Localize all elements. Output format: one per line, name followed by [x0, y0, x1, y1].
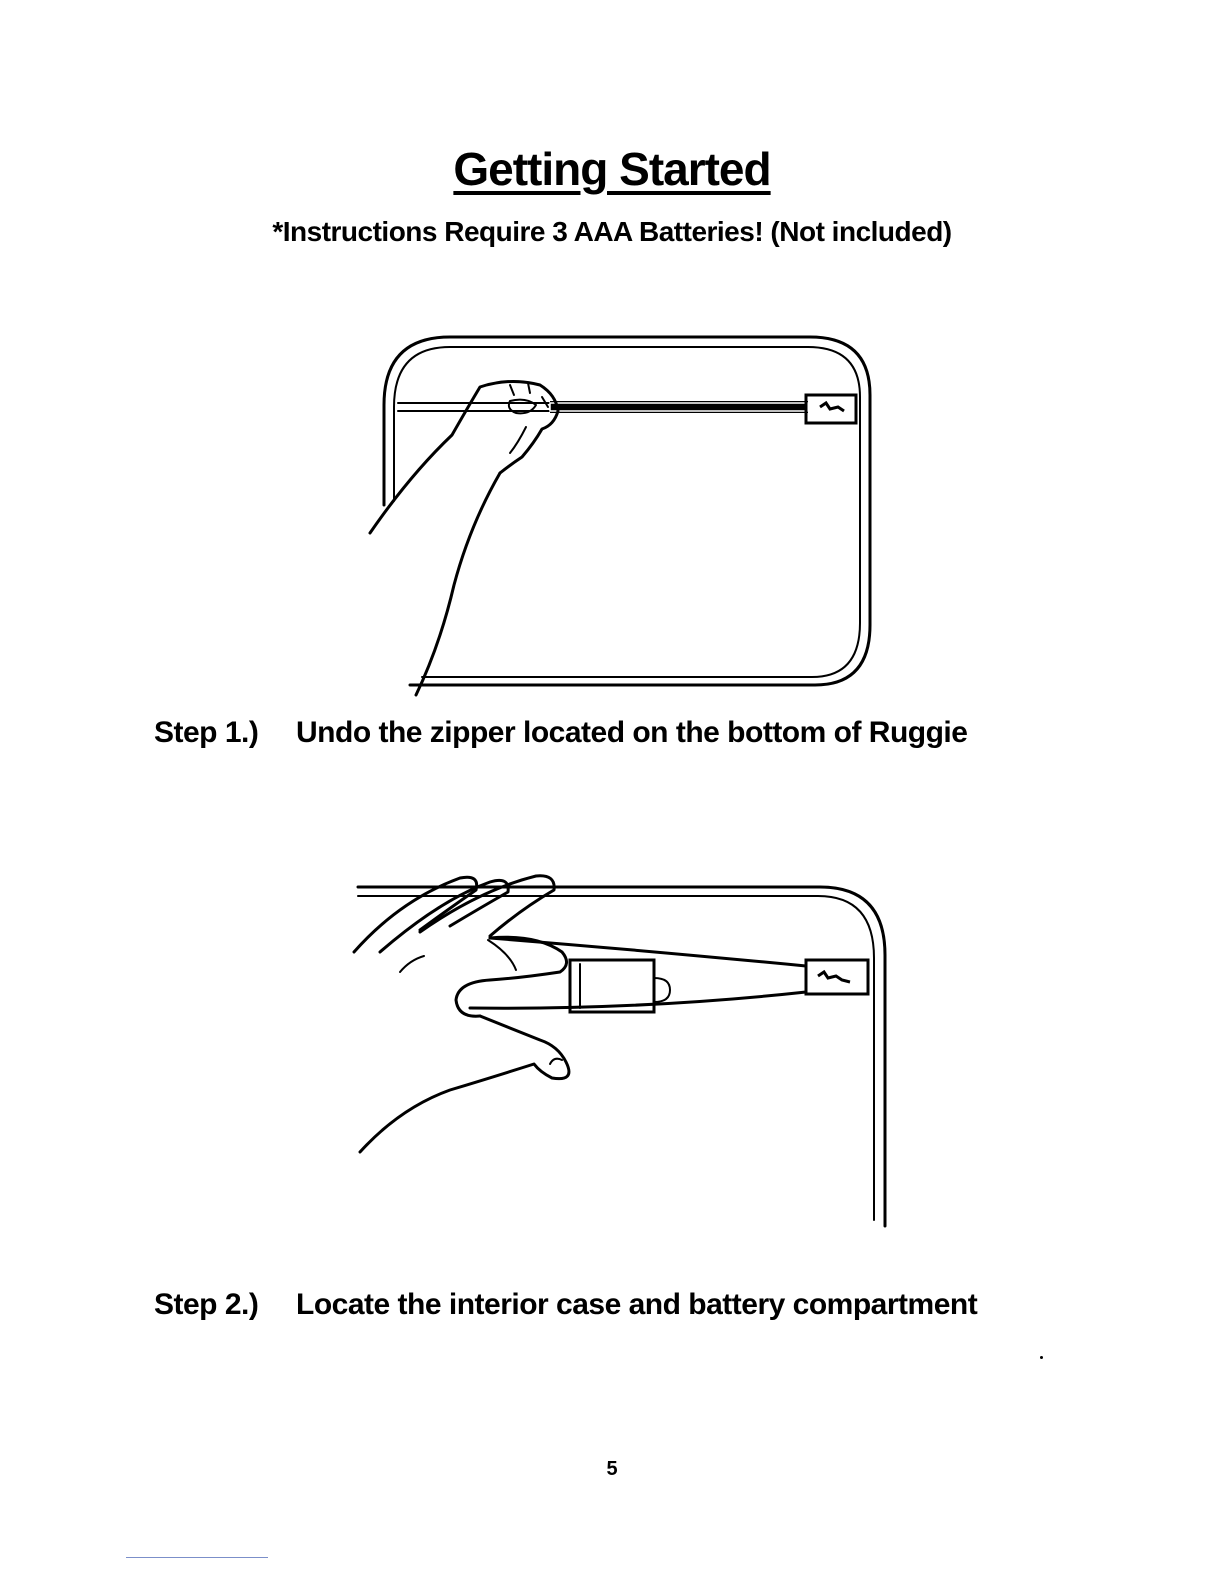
stray-mark: [1040, 1356, 1043, 1359]
step-2-number: Step 2.): [154, 1288, 296, 1322]
zipper-illustration: [350, 325, 890, 705]
step-1: Step 1.)Undo the zipper located on the b…: [154, 716, 967, 750]
page-title: Getting Started: [0, 142, 1224, 196]
step-2: Step 2.)Locate the interior case and bat…: [154, 1288, 977, 1322]
battery-case-illustration: [340, 860, 900, 1240]
step-1-text: Undo the zipper located on the bottom of…: [296, 716, 967, 749]
page-number: 5: [0, 1458, 1224, 1481]
footer-divider: [126, 1557, 268, 1558]
battery-requirement-note: *Instructions Require 3 AAA Batteries! (…: [0, 216, 1224, 248]
step-1-number: Step 1.): [154, 716, 296, 750]
step-2-text: Locate the interior case and battery com…: [296, 1288, 977, 1321]
